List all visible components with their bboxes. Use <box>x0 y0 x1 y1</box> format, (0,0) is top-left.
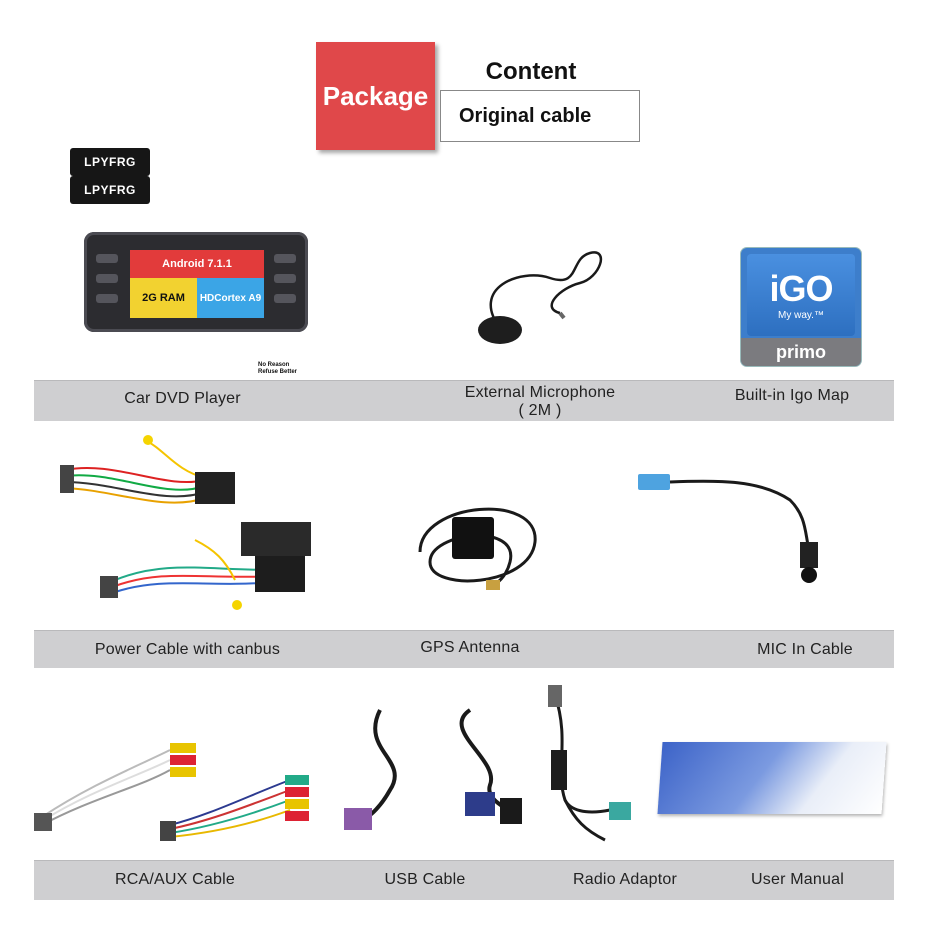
slogan-line1: No Reason <box>258 362 290 368</box>
package-label: Package <box>322 80 429 111</box>
dvd-button <box>96 274 118 283</box>
original-cable-box: Original cable <box>440 90 640 142</box>
brand-tag: LPYFRG <box>70 148 150 176</box>
label-car-dvd-player: Car DVD Player <box>124 390 241 407</box>
rca-aux-cable-image <box>34 743 309 841</box>
car-dvd-player-image: Android 7.1.1 2G RAM HD Cortex A9 <box>84 232 308 332</box>
dvd-button <box>96 254 118 263</box>
label-band-row1 <box>34 380 894 421</box>
dvd-screen: Android 7.1.1 2G RAM HD Cortex A9 <box>130 250 264 318</box>
usb-cable-image <box>344 708 522 830</box>
cpu-line1: HD <box>199 292 215 304</box>
microphone-line2: ( 2M ) <box>518 402 562 419</box>
label-user-manual: User Manual <box>751 871 844 888</box>
igo-logo-top: iGO My way.™ <box>747 254 855 336</box>
label-mic-in-cable: MIC In Cable <box>757 641 853 658</box>
android-version: Android 7.1.1 <box>130 250 264 278</box>
igo-logo: iGO My way.™ primo <box>741 248 861 366</box>
igo-tagline: My way.™ <box>778 310 824 321</box>
package-badge: Package <box>316 42 435 150</box>
cpu-spec: HD Cortex A9 <box>197 278 264 318</box>
microphone-image <box>478 251 602 344</box>
label-radio-adaptor: Radio Adaptor <box>572 871 677 888</box>
dvd-button <box>274 294 296 303</box>
radio-adaptor-image <box>548 685 631 842</box>
dvd-button <box>96 294 118 303</box>
dvd-button <box>274 274 296 283</box>
original-cable-label: Original cable <box>459 104 592 127</box>
label-band-row3 <box>34 860 894 900</box>
label-rca-aux-cable: RCA/AUX Cable <box>115 871 235 888</box>
power-cable-image <box>60 435 311 610</box>
gps-antenna-image <box>418 507 537 590</box>
dvd-button <box>274 254 296 263</box>
user-manual-image <box>657 742 887 814</box>
label-gps-antenna: GPS Antenna <box>420 639 520 656</box>
igo-primo: primo <box>741 338 861 366</box>
microphone-line1: External Microphone <box>464 384 616 401</box>
cpu-line2: Cortex A9 <box>214 292 262 304</box>
slogan-line2: Refuse Better <box>258 369 298 375</box>
content-title: Content <box>485 58 577 85</box>
igo-wordmark: iGO <box>769 268 833 309</box>
slogan-note: No Reason Refuse Better <box>258 362 297 376</box>
label-usb-cable: USB Cable <box>384 871 466 888</box>
label-external-microphone: External Microphone ( 2M ) <box>440 384 640 420</box>
brand-tag: LPYFRG <box>70 176 150 204</box>
label-power-cable: Power Cable with canbus <box>94 641 281 658</box>
ram-spec: 2G RAM <box>130 278 197 318</box>
mic-in-cable-image <box>638 474 818 583</box>
label-igo-map: Built-in Igo Map <box>734 387 850 404</box>
label-band-row2 <box>34 630 894 668</box>
